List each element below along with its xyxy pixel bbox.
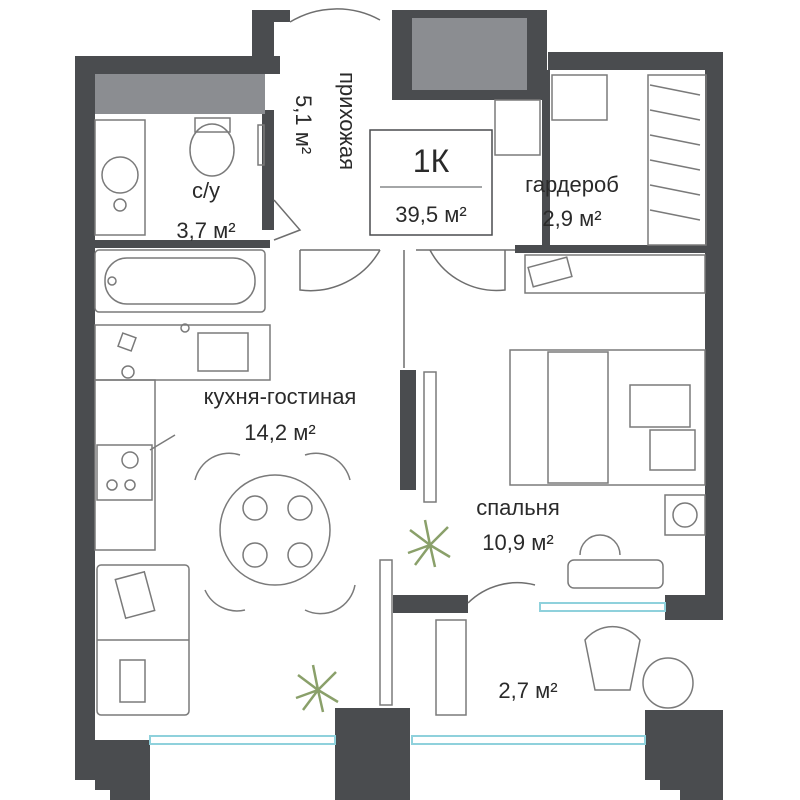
window-living [149, 735, 336, 745]
window-bedroom [539, 602, 666, 612]
wall-hallway-left [252, 10, 290, 74]
bed-icon [509, 349, 706, 486]
plant-icon [295, 664, 339, 713]
bedroom-name: спальня [476, 495, 560, 520]
kitchen-counter-left [94, 379, 156, 551]
windows [149, 602, 666, 745]
washing-machine-icon [113, 198, 127, 212]
stove-icon [96, 444, 153, 501]
toilet-icon [189, 123, 235, 177]
wardrobe-name: гардероб [525, 172, 619, 197]
wall-bath-bottom [95, 240, 270, 248]
bathtub-icon [94, 249, 266, 313]
door-swing-entry [289, 8, 381, 23]
bedroom-furniture [509, 254, 706, 589]
wall-central [400, 370, 416, 490]
bedroom-area: 10,9 м² [482, 530, 553, 555]
walls [75, 10, 723, 800]
wall-right-top [548, 52, 723, 70]
chair-icon [584, 625, 641, 691]
wall-bath-right [262, 110, 274, 230]
niche-inner [412, 18, 527, 90]
chair-icon [204, 589, 246, 612]
sink-icon [197, 332, 249, 372]
table-icon [642, 657, 694, 709]
plants [295, 519, 451, 713]
wall-left-top [75, 56, 280, 74]
wall-bottom-right [645, 710, 723, 800]
door-swing-bedroom [429, 249, 506, 292]
hallway-area-label: 5,1 м² [291, 95, 316, 154]
hallway-area: 5,1 м² [291, 95, 316, 154]
wall-bottom-left [75, 740, 150, 800]
window-balcony [411, 735, 646, 745]
balcony-furniture [435, 619, 694, 716]
apartment-type: 1К [413, 143, 450, 179]
dining-set [194, 452, 356, 615]
bathroom-name: с/у [192, 178, 220, 203]
sofa-icon [96, 564, 190, 716]
window-recess [95, 74, 265, 114]
wardrobe-furniture [494, 74, 707, 246]
wall-bal-right [665, 595, 723, 620]
wall-right [705, 52, 723, 618]
apartment-total-area: 39,5 м² [395, 202, 466, 227]
wall-wardrobe-bottom [515, 245, 715, 253]
tv-unit [379, 371, 437, 706]
bathroom-fixtures [94, 117, 266, 313]
apartment-badge [369, 129, 493, 236]
door-swing-hall [299, 249, 381, 292]
chair-icon [194, 452, 241, 481]
wall-wardrobe-left [542, 70, 550, 245]
chair-icon [304, 584, 356, 615]
bathroom-area: 3,7 м² [176, 218, 235, 243]
hallway-label: прихожая [335, 72, 360, 170]
table-icon [219, 474, 331, 586]
plant-icon [407, 519, 451, 568]
wall-central-low [393, 595, 468, 613]
kitchen-living-area: 14,2 м² [244, 420, 315, 445]
sink-icon [101, 156, 139, 194]
balcony-area: 2,7 м² [498, 678, 557, 703]
wall-left [75, 56, 95, 740]
towel-rail [257, 124, 265, 166]
kitchen-furniture [94, 323, 271, 551]
door-swing-bath [273, 199, 302, 241]
interior-lines [273, 8, 536, 604]
kitchen-living-name: кухня-гостиная [204, 384, 357, 409]
chair-icon [304, 452, 351, 481]
hallway-name: прихожая [335, 72, 360, 170]
wardrobe-area: 2,9 м² [542, 206, 601, 231]
bathroom-counter [94, 119, 146, 236]
door-swing-balcony [467, 581, 536, 604]
wall-bottom-mid [335, 708, 410, 800]
